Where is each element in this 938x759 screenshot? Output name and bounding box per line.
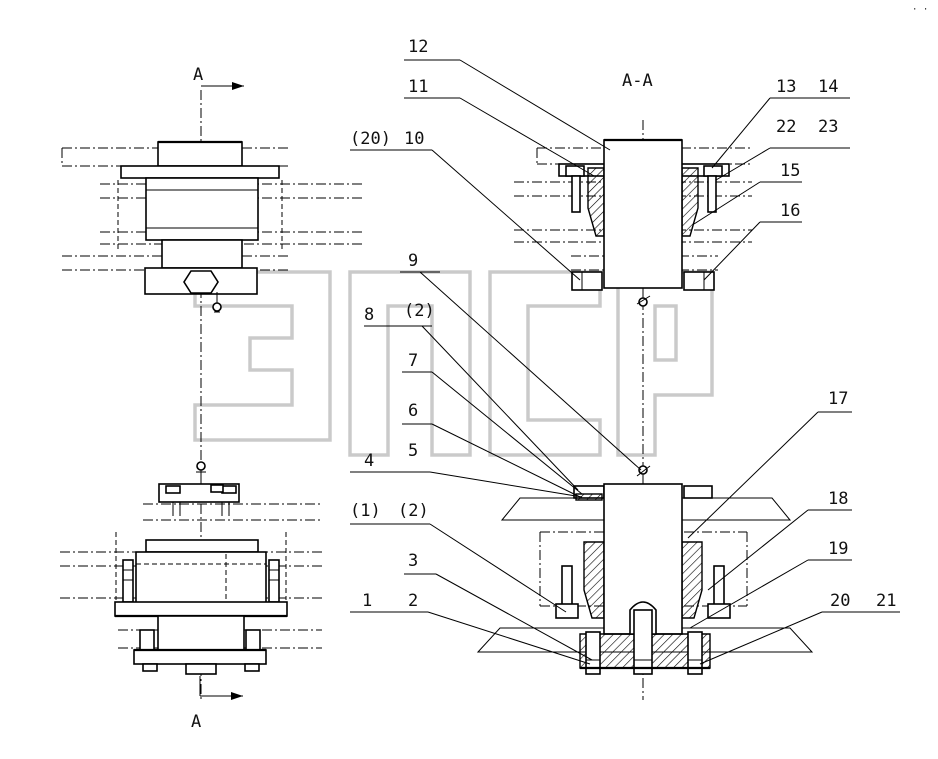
section-title: A-A: [622, 71, 653, 91]
callout-8: 8: [364, 305, 374, 325]
left-bottom-view: [60, 461, 323, 700]
callout-13: 13: [776, 77, 796, 97]
callout-4: 4: [364, 451, 374, 471]
callout-20: 20: [830, 591, 850, 611]
callout-12: 12: [408, 37, 428, 57]
callout-6: 6: [408, 401, 418, 421]
callout-p1: (1): [350, 501, 381, 521]
callout-23: 23: [818, 117, 838, 137]
left-top-view: [61, 82, 362, 700]
callout-11: 11: [408, 77, 428, 97]
callout-p2a: (2): [404, 301, 435, 321]
callout-14: 14: [818, 77, 838, 97]
callout-1: 1: [362, 591, 372, 611]
callout-22: 22: [776, 117, 796, 137]
callout-15: 15: [780, 161, 800, 181]
corner-mark: · ·: [912, 5, 928, 15]
callout-17: 17: [828, 389, 848, 409]
section-mark-top: A: [193, 65, 203, 85]
callout-2: 2: [408, 591, 418, 611]
section-upper-assembly: [514, 120, 752, 700]
callout-10: 10: [404, 129, 424, 149]
callout-9: 9: [408, 251, 418, 271]
callout-p2b: (2): [398, 501, 429, 521]
section-lower-assembly: [476, 465, 814, 675]
callout-21: 21: [876, 591, 896, 611]
section-mark-bottom: A: [191, 712, 201, 732]
callout-5: 5: [408, 441, 418, 461]
callout-19: 19: [828, 539, 848, 559]
callout-3: 3: [408, 551, 418, 571]
callout-18: 18: [828, 489, 848, 509]
callout-p20: (20): [350, 129, 391, 149]
callout-7: 7: [408, 351, 418, 371]
callout-labels: A A A-A 12 11 (20) 10 13 14 22 23 15 16 …: [191, 5, 928, 732]
callout-16: 16: [780, 201, 800, 221]
watermark-logo: [193, 270, 714, 457]
leader-lines: [350, 59, 900, 665]
